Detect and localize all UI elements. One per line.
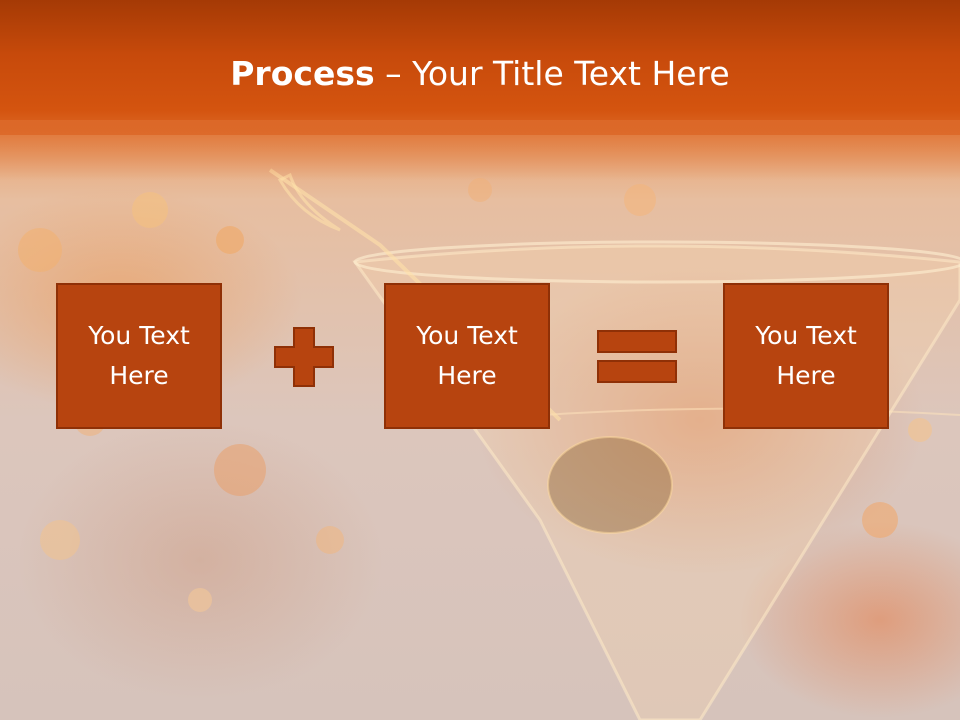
process-box-3-line2: Here bbox=[776, 361, 836, 390]
slide-title-rest: – Your Title Text Here bbox=[374, 54, 730, 93]
plus-icon bbox=[272, 325, 336, 393]
process-box-3-line1: You Text bbox=[755, 321, 857, 350]
process-box-1: You Text Here bbox=[56, 283, 222, 429]
process-box-2: You Text Here bbox=[384, 283, 550, 429]
slide-title-bold: Process bbox=[230, 54, 375, 93]
slide-title: Process – Your Title Text Here bbox=[0, 52, 960, 96]
title-band-fade bbox=[0, 120, 960, 180]
equals-icon bbox=[597, 330, 679, 390]
process-box-1-line2: Here bbox=[109, 361, 169, 390]
process-box-3: You Text Here bbox=[723, 283, 889, 429]
process-box-2-line1: You Text bbox=[416, 321, 518, 350]
process-box-2-line2: Here bbox=[437, 361, 497, 390]
title-band bbox=[0, 0, 960, 135]
process-box-1-line1: You Text bbox=[88, 321, 190, 350]
